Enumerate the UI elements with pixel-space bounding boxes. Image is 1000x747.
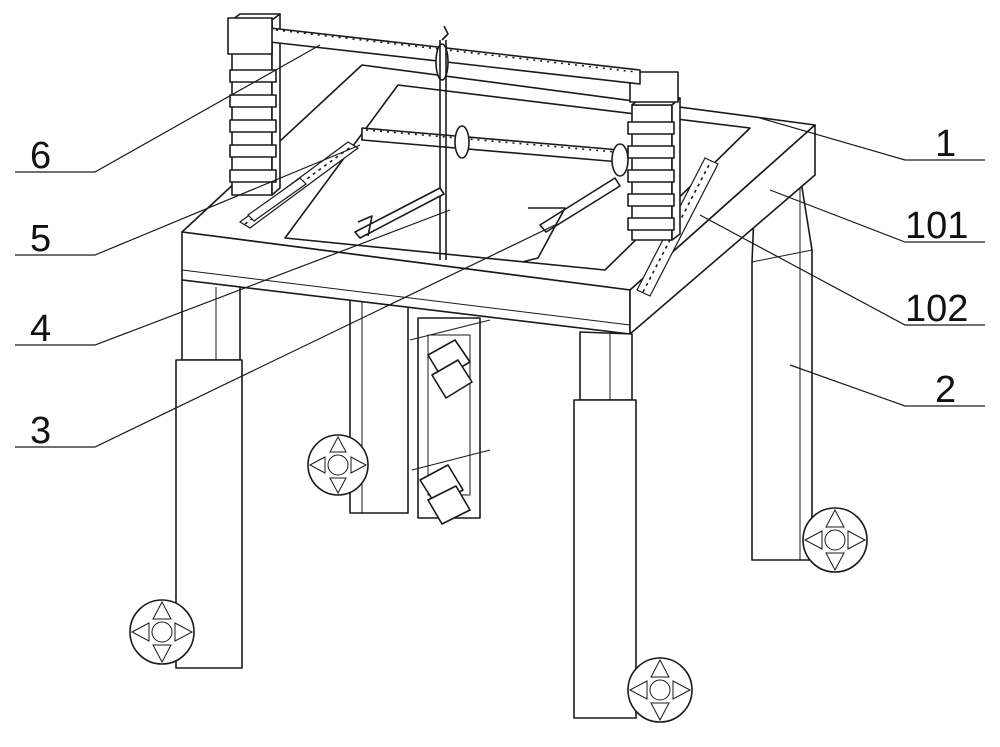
middle-crossbar (361, 125, 629, 177)
front-left-wheel (129, 599, 195, 665)
front-right-wheel (627, 657, 693, 723)
label-5: 5 (30, 218, 51, 260)
label-4: 4 (30, 308, 51, 350)
right-upright (627, 71, 681, 241)
vertical-rod (439, 25, 449, 260)
label-102: 102 (905, 288, 968, 330)
hanging-carriage (409, 317, 491, 525)
leader-lines (15, 44, 985, 448)
label-2: 2 (935, 369, 956, 411)
label-1: 1 (935, 123, 956, 165)
arm-left (354, 187, 445, 239)
label-101: 101 (905, 205, 968, 247)
back-right-leg (751, 174, 813, 561)
front-left-rack (247, 177, 307, 222)
back-left-wheel (307, 434, 369, 496)
front-right-leg (573, 331, 637, 719)
label-6: 6 (30, 135, 51, 177)
top-crossbar (227, 17, 641, 85)
back-right-wheel (802, 507, 868, 573)
label-3: 3 (30, 410, 51, 452)
